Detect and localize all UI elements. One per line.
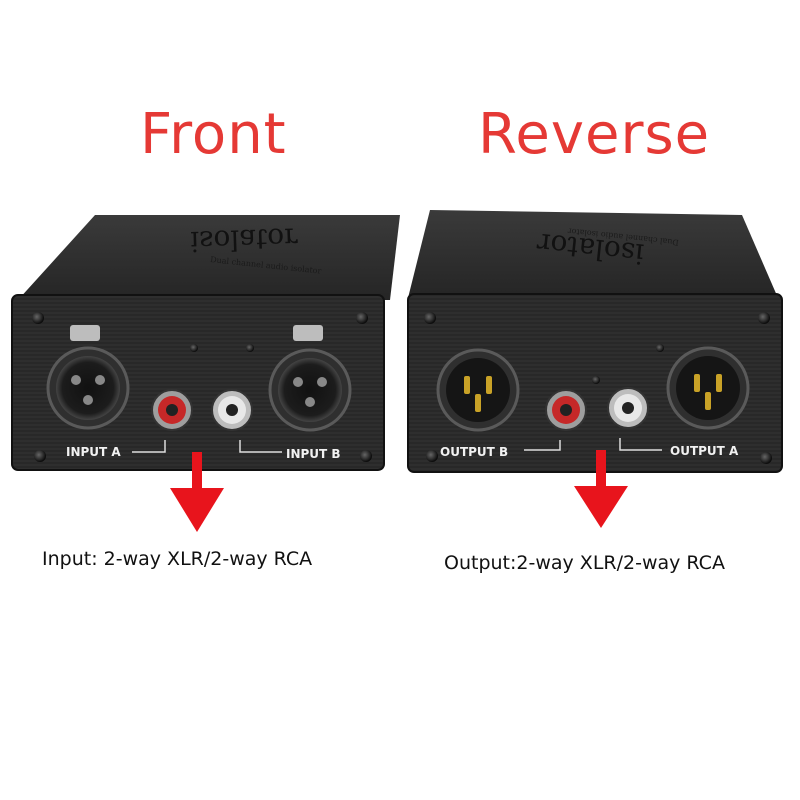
xlr-female-input-b[interactable] [268,325,352,432]
screw [190,344,198,352]
screw [656,344,664,352]
screw [424,312,436,324]
screw [592,376,600,384]
rca-jack-red[interactable] [545,389,587,431]
screw [356,312,368,324]
screw [34,450,46,462]
screw [246,344,254,352]
xlr-female-input-a[interactable] [46,325,130,430]
output-caption: Output:2-way XLR/2-way RCA [444,552,725,574]
front-unit: isolator Dual channel audio isolator [11,215,400,471]
front-brand-text: isolator [190,221,299,258]
screw [360,450,372,462]
reverse-heading: Reverse [478,102,711,167]
front-enclosure-top [18,215,400,300]
rca-jack-white[interactable] [607,387,649,429]
rca-jack-white[interactable] [211,389,253,431]
screw [760,452,772,464]
front-heading: Front [140,102,287,167]
label-input-b: INPUT B [286,447,341,461]
input-caption: Input: 2-way XLR/2-way RCA [42,548,313,570]
xlr-male-output-b[interactable] [436,348,520,432]
reverse-enclosure-top [408,210,778,298]
label-input-a: INPUT A [66,445,121,459]
screw [758,312,770,324]
label-output-b: OUTPUT B [440,445,508,459]
arrow-down-icon [574,450,628,528]
rca-jack-red[interactable] [151,389,193,431]
screw [32,312,44,324]
label-output-a: OUTPUT A [670,444,739,458]
xlr-male-output-a[interactable] [666,346,750,430]
arrow-down-icon [170,452,224,532]
screw [426,450,438,462]
reverse-unit: isolator Dual channel audio isolator [407,210,783,473]
